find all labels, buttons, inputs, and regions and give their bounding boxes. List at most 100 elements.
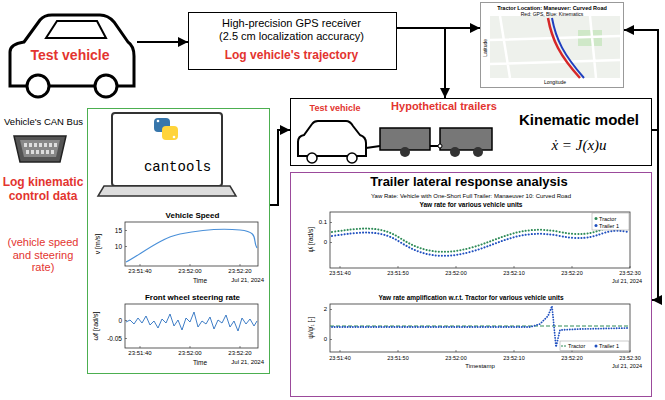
tick-label: 0 [310,239,327,246]
obd-connector [29,143,32,147]
tick-label: 23:52:00 [173,268,207,275]
node-title: Test vehicle [295,103,375,113]
node-text: Hypothetical trailers [377,100,511,113]
amplification-chart [330,304,630,352]
amplification-chart [561,346,567,347]
flow-arrow [270,130,290,205]
tick-label: 2 [310,306,327,313]
obd-connector [51,150,54,154]
kinematic-vehicles [400,147,410,157]
speed-plot [125,222,258,266]
laptop-icon [157,120,160,123]
yaw-rate-chart [330,212,630,268]
date-label: Jul 21, 2024 [222,359,264,366]
kinematic-vehicles [298,121,492,163]
speed-plot [125,222,258,266]
callout-text: Log kinematic control data [2,176,84,204]
car-outline [95,75,117,97]
node-text: ẋ = J(x)u [509,137,649,154]
tick-label: 0 [310,336,327,343]
obd-connector [39,143,42,147]
car-outline [27,75,49,97]
obd-connector [49,143,52,147]
tick-label: 23:52:20 [557,355,587,361]
obd-connector [24,143,27,147]
flow-arrow [652,130,658,300]
axis-label: Timestamp [460,363,500,370]
kinematic-vehicles [380,128,430,150]
tick-label: 23:52:00 [173,350,207,357]
map-image [552,18,584,78]
yaw-rate-chart [332,227,628,252]
text-label: Vehicle's CAN Bus [2,117,85,128]
model-box: Test vehicleHypothetical trailersKinemat… [290,98,652,166]
tick-label: 23:52:30 [615,270,645,276]
map-image [490,16,620,78]
date-label: Jul 21, 2024 [596,278,642,284]
obd-connector [34,143,37,147]
amplification-chart [330,304,630,352]
node-title: Front wheel steering rate [120,293,265,302]
yaw-rate-chart [330,223,630,269]
logging-panel: cantoolsVehicle SpeedFront wheel steerin… [87,108,270,374]
tick-label: 23:52:20 [557,270,587,276]
legend-entry: Tractor [568,343,594,349]
axis-label: Time [190,359,210,366]
node-title: cantools [111,159,244,175]
kinematic-vehicles [307,153,317,163]
map-panel: Tractor Location: Maneuver: Curved RoadR… [480,2,624,88]
axis-label: v [m/s] [94,224,102,264]
axis-label: ψ̇ᵢ/ψ̇₁ [-] [307,303,314,353]
obd-connector [26,150,29,154]
process-box: High-precision GPS receiver (2.5 cm loca… [188,12,397,70]
tick-label: 23:51:40 [325,355,355,361]
obd-connector [14,136,66,162]
date-label: Jul 21, 2024 [596,363,642,369]
node-text: Yaw rate for various vehicle units [295,201,647,208]
axis-label: ψ̇ᵢ [rad/s] [307,215,314,265]
car-outline [46,21,106,38]
node-title: Trailer lateral response analysis [291,175,647,190]
tick-label: 23:52:30 [615,355,645,361]
vehicle-icon: Test vehicle [5,12,137,94]
legend-entry: Tractor [599,216,628,222]
yaw-rate-chart [330,212,630,268]
steering-plot [125,304,258,348]
kinematic-vehicles [440,128,492,150]
amplification-chart [595,345,598,348]
obd-connector [46,150,49,154]
node-title: Vehicle Speed [120,211,265,220]
tick-label: 23:52:10 [499,355,529,361]
amplification-chart [330,310,630,353]
obd-connector [20,140,60,157]
tick-label: 23:52:00 [441,270,471,276]
map-image [548,18,580,78]
legend-entry: Trailer 1 [599,223,628,229]
obd-connector [54,143,57,147]
node-text: Log vehicle's trajectory [189,49,394,63]
node-text: Red: GPS, Blue: Kinematics [483,12,621,18]
flow-arrow [397,28,445,98]
node-title: Test vehicle [5,47,135,63]
axis-label: Time [190,277,210,284]
steering-plot [125,321,240,349]
node-title: Yaw rate amplification w.r.t. Tractor fo… [295,294,647,301]
obd-connector [14,136,66,162]
kinematic-vehicles [473,147,483,157]
map-image [490,16,620,78]
kinematic-vehicles [450,147,460,157]
laptop-icon [162,126,178,140]
tick-label: 15 [108,227,122,234]
tick-label: 23:52:20 [223,268,257,275]
tick-label: 23:52:10 [499,270,529,276]
tick-label: 0.1 [310,219,327,226]
tick-label: 23:51:40 [123,268,157,275]
speed-plot [126,229,257,262]
laptop-icon [173,136,176,139]
date-label: Jul 21, 2024 [222,277,264,284]
laptop-icon [98,186,236,196]
obd-connector [36,150,39,154]
tick-label: 23:51:50 [383,355,413,361]
speed-plot [125,231,240,267]
tick-label: 10 [108,243,122,250]
